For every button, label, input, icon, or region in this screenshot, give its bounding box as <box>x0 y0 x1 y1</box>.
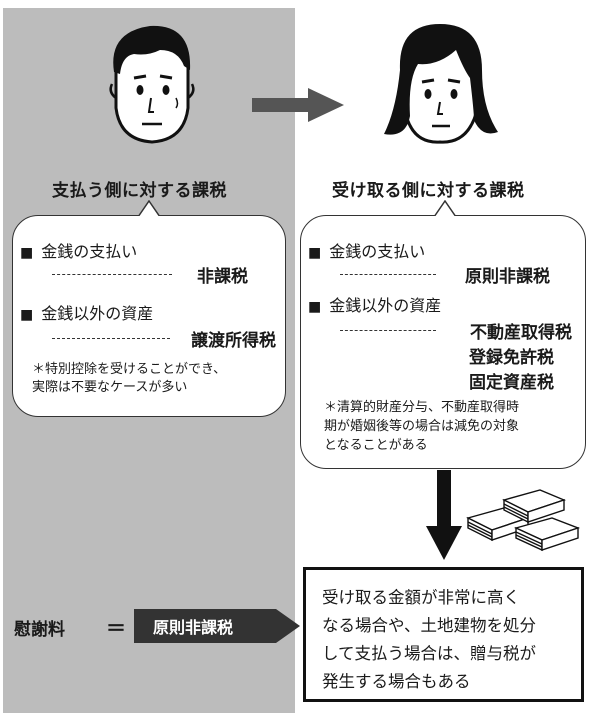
payer-item-cash: 金銭の支払い <box>20 238 137 262</box>
receiver-heading: 受け取る側に対する課税 <box>332 181 525 201</box>
leader-line <box>340 330 436 331</box>
gift-tax-note-line: 発生する場合もある <box>322 672 471 691</box>
bubble-tail <box>432 200 458 218</box>
woman-face-icon <box>384 24 498 144</box>
bubble-tail <box>136 200 162 218</box>
receiver-item-cash-label: 金銭の支払い <box>329 242 426 261</box>
leader-line <box>52 274 172 275</box>
arrow-down-icon <box>426 470 462 560</box>
payer-item-cash-label: 金銭の支払い <box>41 242 138 261</box>
arrow-right-icon <box>252 88 344 122</box>
receiver-tax-property: 固定資産税 <box>469 373 554 393</box>
gift-tax-note-line: して支払う場合は、贈与税が <box>322 644 537 663</box>
receiver-tax-registration: 登録免許税 <box>469 348 554 368</box>
receiver-note-line: 期が婚姻後等の場合は減免の対象 <box>324 419 520 434</box>
payer-note-line: 実際は不要なケースが多い <box>32 380 188 395</box>
receiver-note-line: ＊清算的財産分与、不動産取得時 <box>324 400 520 415</box>
receiver-item-asset-label: 金銭以外の資産 <box>329 296 442 315</box>
receiver-item-asset: 金銭以外の資産 <box>308 292 441 316</box>
receiver-item-cash: 金銭の支払い <box>308 238 425 262</box>
payer-heading: 支払う側に対する課税 <box>52 181 227 201</box>
receiver-tax-acquisition: 不動産取得税 <box>470 323 572 343</box>
leader-line <box>340 274 436 275</box>
payer-item-asset-label: 金銭以外の資産 <box>41 304 154 323</box>
man-face-icon <box>109 25 195 144</box>
receiver-note-line: となることがある <box>324 438 428 453</box>
tax-exempt-tag: 原則非課税 <box>134 609 252 643</box>
payer-tax-cash: 非課税 <box>197 267 248 287</box>
receiver-tax-cash: 原則非課税 <box>465 267 550 287</box>
payer-note-line: ＊特別控除を受けることができ、 <box>32 362 227 377</box>
equals-sign: ＝ <box>106 616 126 640</box>
consolation-label: 慰謝料 <box>14 620 65 640</box>
payer-tax-asset: 譲渡所得税 <box>191 331 276 351</box>
money-stack-icon <box>466 489 581 552</box>
leader-line <box>52 338 170 339</box>
gift-tax-note-line: 受け取る金額が非常に高く <box>322 588 520 607</box>
arrow-right-icon <box>250 609 300 643</box>
payer-item-asset: 金銭以外の資産 <box>20 300 153 324</box>
gift-tax-note-line: なる場合や、土地建物を処分 <box>322 616 537 635</box>
gift-tax-note-box: 受け取る金額が非常に高く なる場合や、土地建物を処分 して支払う場合は、贈与税が… <box>303 567 584 702</box>
